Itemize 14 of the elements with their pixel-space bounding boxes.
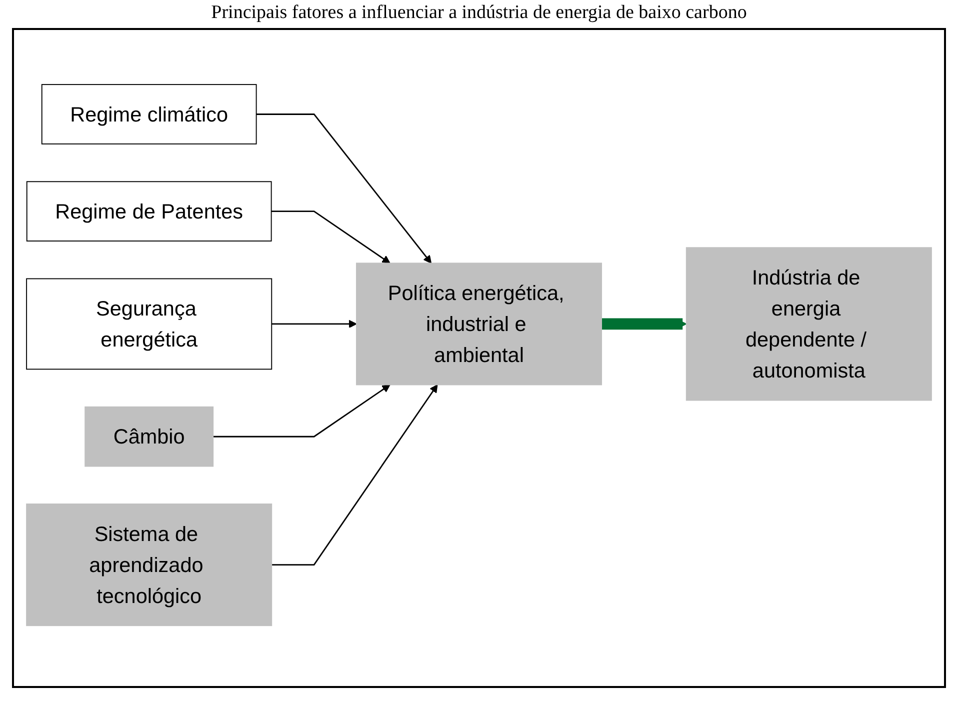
arrow bbox=[213, 384, 390, 438]
arrow bbox=[272, 320, 357, 329]
node-box: Regime climático bbox=[41, 84, 257, 145]
arrow bbox=[256, 114, 432, 264]
node-box: Câmbio bbox=[84, 406, 214, 468]
arrow bbox=[602, 318, 687, 330]
node-box: Regime de Patentes bbox=[26, 182, 272, 242]
diagram-title: Principais fatores a influenciar a indústria de energia de baixo carbono bbox=[210, 2, 748, 24]
node-box: Segurança energética bbox=[26, 278, 272, 370]
node-box: Indústria de energia dependente / autonomista bbox=[686, 248, 932, 402]
arrow bbox=[272, 384, 438, 566]
node-box: Política energética, industrial e ambiental bbox=[356, 263, 602, 386]
node-box: Sistema de aprendizado tecnológico bbox=[26, 504, 272, 626]
arrow bbox=[271, 211, 390, 264]
